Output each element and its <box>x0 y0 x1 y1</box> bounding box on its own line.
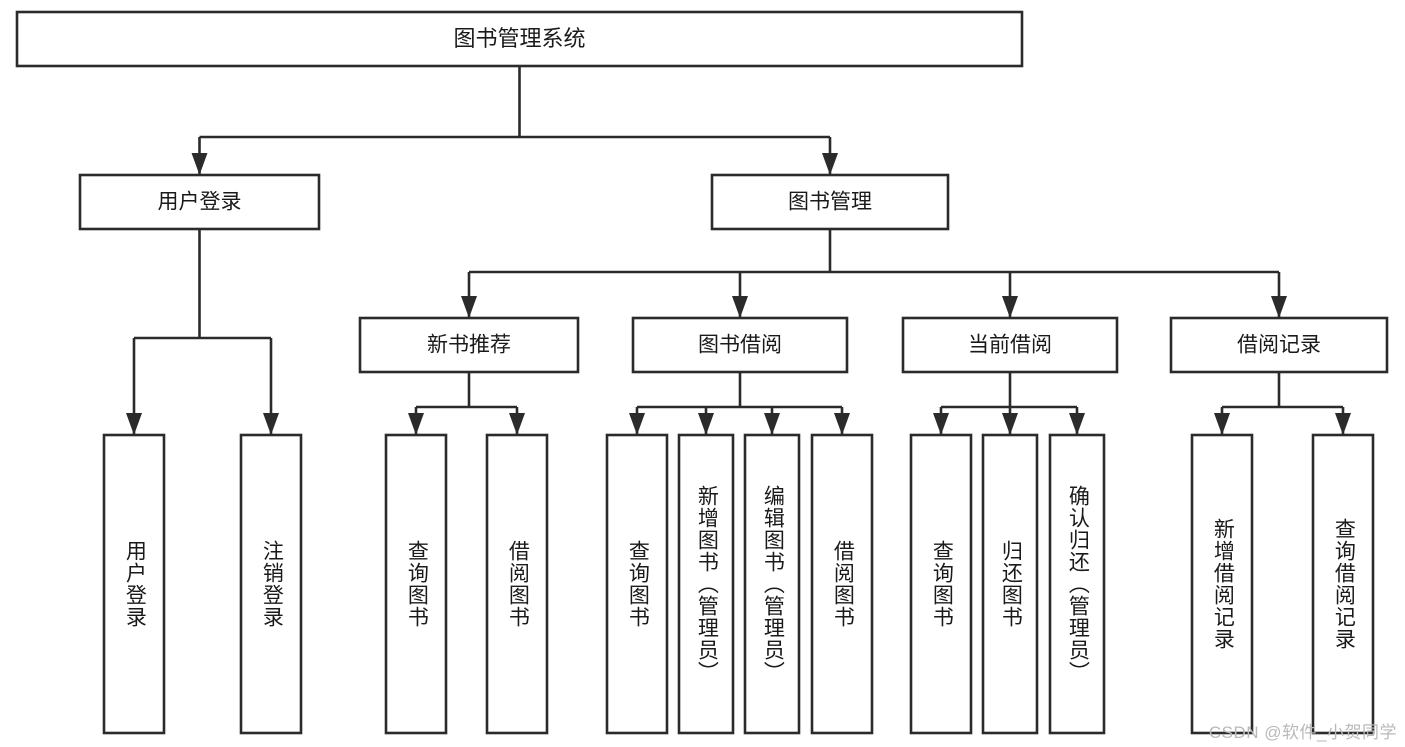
node-label-new-book-recommend: 新书推荐 <box>427 334 511 357</box>
node-box-user-login[interactable] <box>78 173 321 231</box>
node-box-recommend-borrow-book[interactable] <box>485 433 549 735</box>
node-label-borrow-record: 借阅记录 <box>1237 334 1321 357</box>
node-box-new-book-recommend[interactable] <box>358 316 580 374</box>
arrow-head-icon <box>191 153 208 175</box>
node-label-book-borrow: 图书借阅 <box>698 334 782 357</box>
node-box-current-query-book[interactable] <box>909 433 973 735</box>
node-box-borrow-borrow-book[interactable] <box>810 433 874 735</box>
arrow-head-icon <box>834 413 850 435</box>
node-label-root: 图书管理系统 <box>453 26 585 51</box>
arrow-head-icon <box>822 153 838 175</box>
arrow-head-icon <box>933 413 949 435</box>
arrow-head-icon <box>1002 413 1018 435</box>
node-box-borrow-add-book[interactable] <box>677 433 735 735</box>
node-box-recommend-query-book[interactable] <box>384 433 448 735</box>
arrow-head-icon <box>1002 296 1018 318</box>
connector-layer <box>126 66 1351 435</box>
node-box-user-login-login[interactable] <box>102 433 166 735</box>
arrow-head-icon <box>1214 413 1230 435</box>
arrow-head-icon <box>461 296 477 318</box>
arrow-head-icon <box>1069 413 1085 435</box>
arrow-head-icon <box>1271 296 1287 318</box>
node-box-current-borrow[interactable] <box>901 316 1119 374</box>
node-box-current-return-book[interactable] <box>981 433 1039 735</box>
arrow-head-icon <box>509 413 525 435</box>
node-box-book-borrow[interactable] <box>631 316 849 374</box>
node-box-borrow-query-book[interactable] <box>605 433 669 735</box>
node-box-root[interactable] <box>15 10 1024 68</box>
arrow-head-icon <box>126 413 142 435</box>
node-label-user-login: 用户登录 <box>158 191 242 214</box>
arrow-head-icon <box>1335 413 1351 435</box>
arrow-head-icon <box>629 413 645 435</box>
node-box-record-query-record[interactable] <box>1311 433 1375 735</box>
node-label-current-borrow: 当前借阅 <box>968 334 1052 357</box>
arrow-head-icon <box>732 296 748 318</box>
arrow-head-icon <box>408 413 424 435</box>
arrow-head-icon <box>263 413 279 435</box>
node-box-borrow-record[interactable] <box>1169 316 1389 374</box>
node-box-record-add-record[interactable] <box>1190 433 1254 735</box>
arrow-head-icon <box>764 413 780 435</box>
arrow-head-icon <box>698 413 714 435</box>
node-box-book-manage[interactable] <box>710 173 950 231</box>
node-label-book-manage: 图书管理 <box>788 191 872 214</box>
node-box-borrow-edit-book[interactable] <box>743 433 801 735</box>
node-box-current-confirm-return[interactable] <box>1048 433 1106 735</box>
node-box-user-login-logout[interactable] <box>239 433 303 735</box>
